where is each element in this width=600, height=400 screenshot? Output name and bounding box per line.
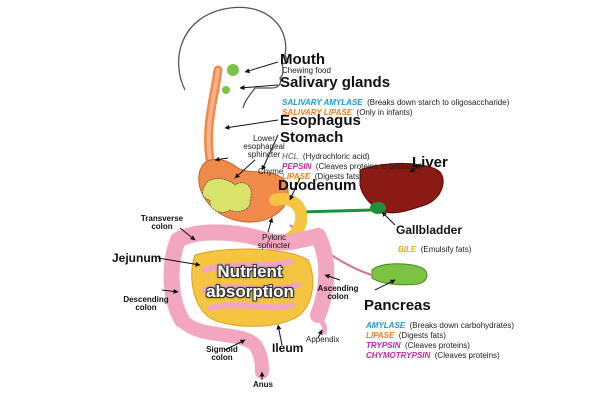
sigmoid-colon-label: Sigmoid colon: [206, 345, 238, 362]
appendix-label: Appendix: [306, 335, 340, 344]
head-outline: [178, 6, 289, 109]
stomach-lipase-desc: (Digests fats): [314, 172, 362, 181]
jejunum-label: Jejunum: [112, 251, 162, 265]
mouth-sublabel: Chewing food: [282, 66, 331, 75]
transverse-colon-shape: [170, 224, 326, 251]
descending-colon-label: Descending colon: [123, 295, 169, 312]
bile-desc: (Emulsify fats): [420, 245, 472, 254]
liver-label: Liver: [412, 154, 448, 171]
amylase-desc: (Breaks down carbohydrates): [409, 321, 515, 330]
salivary-enzyme-row-1: SALIVARY AMYLASE (Breaks down starch to …: [282, 93, 509, 109]
trypsin-desc: (Cleaves proteins): [404, 341, 470, 350]
bile-duct: [299, 208, 373, 214]
chymotrypsin-name: CHYMOTRYPSIN: [366, 351, 431, 360]
leader-arrows: [157, 61, 421, 380]
salivary-amylase-desc: (Breaks down starch to oligosaccharide): [367, 98, 510, 107]
chymotrypsin-desc: (Cleaves proteins): [434, 351, 500, 360]
salivary-lipase-desc: (Only in infants): [356, 108, 413, 117]
salivary-enzyme-row-2: SALIVARY LIPASE (Only in infants): [282, 103, 413, 119]
salivary-amylase-name: SALIVARY AMYLASE: [282, 98, 363, 107]
pancreatic-lipase-name: LIPASE: [366, 331, 395, 340]
pancreatic-lipase-desc: (Digests fats): [398, 331, 446, 340]
hcl-desc: (Hydrochloric acid): [302, 152, 370, 161]
mouth-label: Mouth: [280, 51, 325, 68]
gallbladder-shape: [370, 202, 386, 214]
stomach-enzyme-row-3: LIPASE (Digests fats): [282, 167, 362, 183]
chyme-shape: [202, 178, 252, 213]
pepsin-desc: (Cleaves proteins to peptides): [315, 162, 423, 171]
salivary-lipase-name: SALIVARY LIPASE: [282, 108, 353, 117]
chyme-label: Chyme: [258, 167, 284, 176]
pancreas-enzyme-row-3: TRYPSIN (Cleaves proteins): [366, 336, 470, 352]
pancreas-enzyme-row-4: CHYMOTRYPSIN (Cleaves proteins): [366, 346, 500, 362]
stomach-label: Stomach: [280, 129, 344, 146]
pancreas-shape: [371, 263, 428, 286]
stomach-enzyme-row-1: HCL (Hydrochloric acid): [282, 147, 370, 163]
salivary-gland-icon-2: [222, 86, 230, 94]
duodenum-label: Duodenum: [278, 177, 357, 194]
anus-label: Anus: [253, 380, 273, 389]
bile-row: BILE (Emulsify fats): [398, 240, 471, 256]
ileum-label: Ileum: [272, 341, 304, 355]
pepsin-name: PEPSIN: [282, 162, 312, 171]
gallbladder-label: Gallbladder: [396, 223, 463, 237]
hcl-name: HCL: [282, 152, 299, 161]
stomach-enzyme-row-2: PEPSIN (Cleaves proteins to peptides): [282, 157, 422, 173]
nutrient-absorption-label: Nutrient absorption: [206, 262, 294, 302]
lower-sphincter-label: Lower esophageal sphincter: [243, 134, 285, 159]
stomach-lipase-name: LIPASE: [282, 172, 311, 181]
salivary-glands-label: Salivary glands: [280, 74, 391, 91]
sigmoid-colon-shape: [175, 313, 269, 379]
pancreas-label: Pancreas: [364, 297, 431, 314]
pyloric-sphincter-label: Pyloric sphincter: [257, 233, 291, 250]
pancreas-enzyme-row-2: LIPASE (Digests fats): [366, 326, 446, 342]
descending-colon-shape: [163, 232, 190, 328]
transverse-colon-label: Transverse colon: [140, 214, 184, 231]
amylase-name: AMYLASE: [366, 321, 406, 330]
bile-name: BILE: [398, 245, 417, 254]
appendix-shape: [315, 312, 327, 335]
salivary-gland-icon: [227, 64, 239, 76]
trypsin-name: TRYPSIN: [366, 341, 401, 350]
ascending-colon-label: Ascending colon: [317, 284, 359, 301]
pancreas-enzyme-row-1: AMYLASE (Breaks down carbohydrates): [366, 316, 514, 332]
esophagus-label: Esophagus: [280, 112, 361, 129]
